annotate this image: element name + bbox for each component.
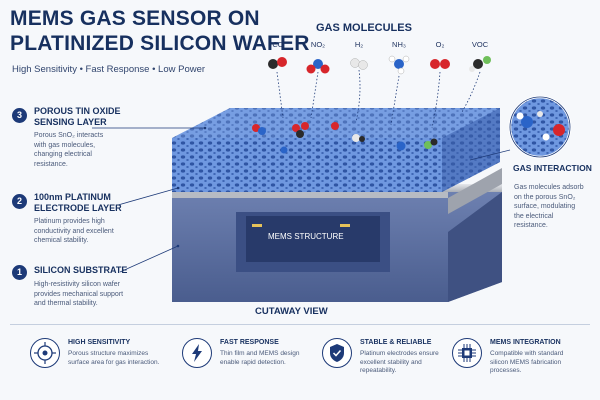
feature-high-sensitivity: HIGH SENSITIVITY Porous structure maximi… [30, 338, 170, 388]
desc-line: silicon MEMS fabrication [490, 358, 562, 366]
gas-interaction-title: GAS INTERACTION [513, 163, 592, 173]
layer-description: Porous SnO₂ interacts with gas molecules… [34, 131, 144, 169]
feature-description: Thin film and MEMS design enable rapid d… [220, 350, 320, 367]
gas-flow-lines [276, 69, 481, 129]
surface-molecules [252, 122, 438, 154]
gas-interaction-description: Gas molecules adsorb on the porous SnO₂ … [514, 183, 596, 231]
chip-icon [452, 338, 482, 368]
target-icon [30, 338, 60, 368]
molecule-label: NO₂ [310, 40, 326, 49]
layer-number-badge: 3 [12, 108, 27, 123]
molecule-label: O₂ [435, 40, 445, 49]
molecule-label: CO [272, 40, 284, 49]
desc-line: resistance. [34, 160, 68, 168]
molecule-voc [469, 56, 491, 72]
layer-number-badge: 2 [12, 194, 27, 209]
layer-title-line: 100nm PLATINUM [34, 192, 111, 202]
desc-line: surface, modulating [514, 203, 576, 210]
molecule-no2 [306, 59, 330, 74]
desc-line: changing electrical [34, 151, 92, 158]
desc-line: Platinum electrodes ensure [360, 350, 439, 357]
molecule-co [268, 57, 287, 69]
mems-structure-label: MEMS STRUCTURE [268, 232, 344, 241]
desc-line: Porous SnO₂ interacts [34, 132, 104, 139]
sensing-layer [172, 108, 500, 192]
desc-line: resistance. [514, 222, 548, 229]
desc-line: enable rapid detection. [220, 358, 286, 366]
lightning-icon [182, 338, 212, 368]
desc-line: Thin film and MEMS design [220, 350, 300, 357]
divider [10, 324, 590, 325]
feature-mems-integration: MEMS INTEGRATION Compatible with standar… [452, 338, 592, 388]
layer-title-line: ELECTRODE LAYER [34, 203, 122, 213]
feature-title: FAST RESPONSE [220, 339, 279, 346]
feature-title: MEMS INTEGRATION [490, 339, 561, 346]
desc-line: with gas molecules, [34, 141, 96, 149]
desc-line: and thermal stability. [34, 300, 98, 307]
layer-title: POROUS TIN OXIDE SENSING LAYER [34, 106, 144, 128]
desc-line: surface area for gas interaction. [68, 358, 160, 366]
title-line-2: PLATINIZED SILICON WAFER [10, 32, 310, 55]
layer-title-line: SILICON SUBSTRATE [34, 265, 128, 275]
layer-number-badge: 1 [12, 265, 27, 280]
feature-title: HIGH SENSITIVITY [68, 339, 131, 346]
molecule-label: H₂ [354, 40, 364, 49]
layer-title-line: SENSING LAYER [34, 117, 107, 127]
gas-molecules-title: GAS MOLECULES [316, 22, 412, 34]
feature-description: Platinum electrodes ensure excellent sta… [360, 350, 450, 376]
desc-line: High-resistivity silicon wafer [34, 281, 120, 288]
leader-lines [92, 126, 207, 273]
feature-fast-response: FAST RESPONSE Thin film and MEMS design … [182, 338, 312, 388]
molecule-label: VOC [471, 40, 489, 49]
molecule-o2 [430, 59, 450, 69]
feature-stable-reliable: STABLE & RELIABLE Platinum electrodes en… [322, 338, 442, 388]
molecule-h2 [350, 58, 368, 70]
layer-title-line: POROUS TIN OXIDE [34, 106, 121, 116]
layer-title: SILICON SUBSTRATE [34, 265, 154, 276]
desc-line: excellent stability and [360, 358, 422, 366]
desc-line: processes. [490, 367, 522, 374]
molecule-label: NH₃ [392, 40, 406, 49]
gas-interaction-zoom [469, 95, 572, 161]
desc-line: Porous structure maximizes [68, 350, 149, 357]
desc-line: chemical stability. [34, 237, 89, 244]
molecule-nh3 [388, 55, 410, 75]
feature-description: Porous structure maximizes surface area … [68, 350, 178, 367]
cutaway-view-label: CUTAWAY VIEW [255, 306, 328, 317]
desc-line: Compatible with standard [490, 350, 564, 357]
desc-line: conductivity and excellent [34, 227, 114, 235]
page-title: MEMS GAS SENSOR ON PLATINIZED SILICON WA… [10, 6, 310, 56]
feature-title: STABLE & RELIABLE [360, 339, 432, 346]
shield-icon [322, 338, 352, 368]
title-line-1: MEMS GAS SENSOR ON [10, 7, 260, 30]
layer-description: Platinum provides high conductivity and … [34, 217, 152, 246]
desc-line: Platinum provides high [34, 218, 105, 225]
desc-line: the electrical [514, 212, 554, 220]
silicon-substrate [172, 192, 502, 302]
desc-line: Gas molecules adsorb [514, 184, 584, 191]
layer-description: High-resistivity silicon wafer provides … [34, 280, 154, 309]
desc-line: provides mechanical support [34, 290, 124, 298]
feature-description: Compatible with standard silicon MEMS fa… [490, 350, 590, 376]
layer-title: 100nm PLATINUM ELECTRODE LAYER [34, 192, 144, 214]
desc-line: on the porous SnO₂ [514, 193, 576, 201]
subtitle: High Sensitivity • Fast Response • Low P… [12, 64, 206, 75]
desc-line: repeatability. [360, 367, 397, 374]
